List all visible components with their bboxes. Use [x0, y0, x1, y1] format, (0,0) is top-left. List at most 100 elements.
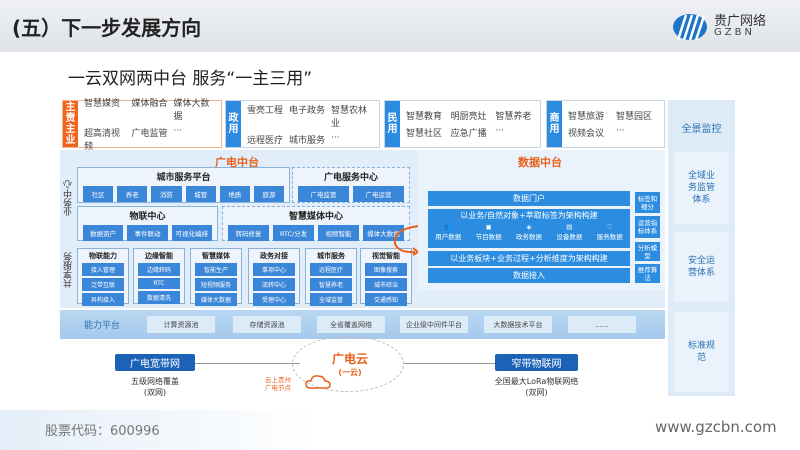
connector-line — [403, 363, 496, 364]
broadband-desc: 五级网络覆盖 — [131, 377, 179, 386]
panel-title: 边缘智能 — [145, 252, 173, 260]
subtitle: 一云双网两中台 服务“一主三用” — [68, 69, 313, 89]
data-type-label: 政务数据 — [515, 233, 542, 241]
cube-icon: ◈ — [526, 223, 532, 231]
data-type-label: 设备数据 — [556, 233, 583, 241]
top-item: 明厨亮灶 — [450, 112, 487, 122]
capability-platform: 能力平台 计算资源池 存储资源池 全省覆盖网络 企业级中间件平台 大数据技术平台… — [60, 310, 665, 339]
panel-title: 城市服务 — [317, 252, 345, 260]
panel-title: 物联能力 — [89, 252, 117, 260]
chip: 图像搜索 — [365, 263, 407, 276]
user-icon: 👥 — [444, 223, 453, 231]
right-item: 全域业务监管体系 — [674, 152, 729, 224]
gd-platform-title: 广电中台 — [215, 156, 259, 169]
side-chip: 运营指标体系 — [635, 216, 660, 238]
page-title: (五）下一步发展方向 — [12, 16, 202, 40]
chip: 媒体大数据 — [195, 293, 237, 306]
panel-title: 城市服务平台 — [156, 173, 211, 183]
top-item: 视频会议 — [568, 129, 605, 139]
side-chip: 分析模型 — [635, 242, 660, 261]
panel-title: 智慧媒体中心 — [288, 212, 343, 222]
top-item: 远程医疗 — [247, 135, 284, 146]
service-data: ♡ 服务数据 — [597, 223, 623, 241]
side-chip: 标签和细分 — [635, 192, 660, 213]
chip: 异构接入 — [82, 293, 124, 306]
data-type-label: 服务数据 — [596, 233, 623, 241]
panel-title: 智慧媒体 — [202, 252, 230, 260]
chip: 社区 — [82, 186, 114, 202]
data-type-label: 用户数据 — [435, 233, 462, 241]
top-box-government: 政用 雪亮工程电子政务智慧农林业远程医疗城市服务··· — [225, 100, 380, 148]
chip: 智慧养老 — [310, 278, 352, 291]
capability-chip: 计算资源池 — [147, 316, 215, 333]
cloud-ellipse — [292, 336, 404, 392]
top-item: 智慧媒资 — [84, 99, 121, 109]
capability-chip: 大数据技术平台 — [484, 316, 552, 333]
top-label: 政用 — [226, 101, 241, 147]
capability-chip: ...... — [568, 316, 636, 333]
nbiot-desc2: (双网) — [525, 388, 548, 397]
logo-icon — [673, 14, 707, 41]
top-item: 广电监管 — [131, 129, 168, 139]
shared-service-label: 共享服务 — [64, 252, 74, 288]
object-line: 以业务/自然对象+萃取标签为架构构建 — [460, 211, 598, 220]
process-line-bar: 以业务板块+业务过程+分析维度为架构构建 — [428, 251, 630, 266]
panel-title: 政务对接 — [260, 252, 288, 260]
top-item: 智慧园区 — [616, 112, 653, 122]
user-data: 👥 用户数据 — [435, 223, 461, 241]
right-item: 标准规范 — [674, 312, 729, 392]
chip: 流转中心 — [253, 278, 295, 291]
footer — [0, 410, 800, 450]
top-item: ··· — [173, 126, 183, 136]
broadband-network-label: 广电宽带网 — [115, 354, 195, 371]
gd-service-center: 广电服务中心 广电监管广电运营 — [292, 167, 410, 203]
capability-chip: 存储资源池 — [233, 316, 301, 333]
handshake-icon: ♡ — [606, 223, 613, 231]
chip: 广电监管 — [298, 186, 349, 202]
right-item: 全景监控 — [681, 124, 722, 135]
nbiot-desc: 全国最大LoRa物联网络 — [494, 377, 579, 386]
top-item: 电子政务 — [289, 105, 326, 116]
chip: 转码修复 — [228, 225, 269, 241]
top-label: 主责主业 — [63, 101, 78, 147]
top-box-commercial: 商用 智慧旅游智慧园区视频会议··· — [546, 100, 665, 148]
device-icon: ▤ — [566, 223, 573, 231]
top-item: 应急广播 — [450, 129, 487, 139]
website-link[interactable]: www.gzcbn.com — [655, 418, 777, 436]
header-bar — [0, 0, 800, 52]
panel-title: 物联中心 — [129, 212, 166, 222]
gd-cloud-label: 广电云 — [331, 352, 368, 366]
chip: 数据资产 — [83, 225, 124, 241]
top-item: 智慧社区 — [406, 129, 443, 139]
gov-data: ◈ 政务数据 — [516, 223, 542, 241]
chip: 视频智能 — [318, 225, 359, 241]
capability-label: 能力平台 — [84, 321, 121, 331]
chip: 可视化编排 — [171, 225, 212, 241]
stock-code: 股票代码：600996 — [45, 424, 160, 439]
shared-box: 城市服务远程医疗智慧养老全域监管 — [305, 248, 357, 306]
chip: 媒体大数据 — [363, 225, 404, 241]
data-center: 数据中台 数据门户 以业务/自然对象+萃取标签为架构构建 👥用户数据 ▣节目数据… — [418, 150, 665, 290]
chip: 全域监管 — [310, 293, 352, 306]
chip: RTC/分发 — [273, 225, 314, 241]
data-ingest-bar: 数据接入 — [428, 268, 630, 283]
chip: 城管 — [185, 186, 216, 202]
data-type-label: 节目数据 — [475, 233, 502, 241]
top-item: 雪亮工程 — [247, 105, 284, 116]
top-item: 超高清视频 — [84, 129, 121, 152]
cloud-icon — [305, 375, 331, 389]
right-column: 全景监控 全域业务监管体系 安全运营体系 标准规范 — [668, 100, 735, 396]
chip: 交通感知 — [365, 293, 407, 306]
nbiot-network-label: 窄带物联网 — [495, 354, 578, 371]
city-service-platform: 城市服务平台 社区养老消防城管地质旅游 — [77, 167, 290, 203]
cloud-node-label: 云上贵州广电节点 — [265, 376, 291, 392]
tv-icon: ▣ — [485, 223, 492, 231]
gd-cloud-sub: (一云) — [338, 368, 362, 377]
top-item: 智慧旅游 — [568, 112, 605, 122]
right-item: 安全运营体系 — [674, 232, 729, 302]
company-logo: 贵广网络 GZBN — [672, 10, 792, 44]
chip: 远程医疗 — [310, 263, 352, 276]
chip: 事项中心 — [253, 263, 295, 276]
top-item: 城市服务 — [289, 135, 326, 146]
